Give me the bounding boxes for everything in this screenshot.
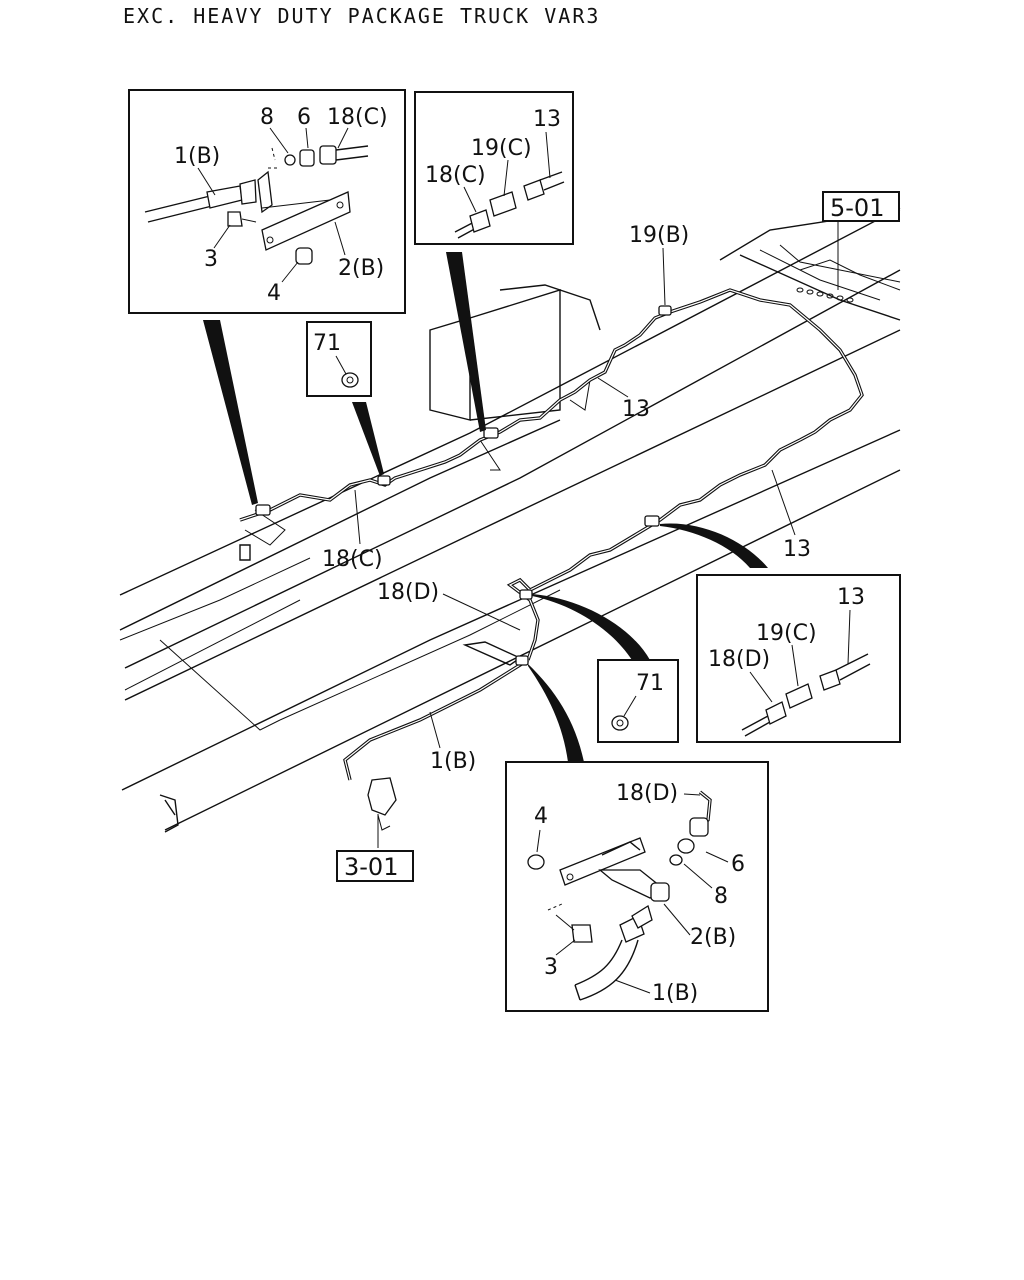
detail-box-top-left: 8 6 18(C) 1(B) 3 4 2(B): [128, 89, 406, 314]
label-13-lower: 13: [783, 537, 811, 562]
callout-wedge-71b: [532, 594, 650, 660]
tl-label-2b: 2(B): [338, 256, 384, 281]
mr-label-13: 13: [837, 585, 865, 610]
tl-label-18c: 18(C): [327, 105, 388, 130]
tl-label-6: 6: [297, 105, 311, 130]
detail-box-top-center: 13 19(C) 18(C): [414, 91, 574, 245]
label-1b: 1(B): [430, 749, 476, 774]
br-label-1b: 1(B): [652, 981, 698, 1006]
pipe-joints: [255, 305, 672, 666]
callout-wedge-mr: [660, 523, 768, 568]
d71b-label-71: 71: [636, 671, 664, 696]
br-label-8: 8: [714, 884, 728, 909]
tl-label-3: 3: [204, 247, 218, 272]
ref-3-01-label: 3-01: [344, 853, 398, 881]
label-18c: 18(C): [322, 547, 383, 572]
mr-label-18d: 18(D): [708, 647, 770, 672]
label-18d: 18(D): [377, 580, 439, 605]
tl-label-4: 4: [267, 281, 281, 306]
tc-label-18c: 18(C): [425, 163, 486, 188]
mr-label-19c: 19(C): [756, 621, 817, 646]
detail-box-71-lower: 71: [597, 659, 679, 743]
br-label-4: 4: [534, 804, 548, 829]
br-label-3: 3: [544, 955, 558, 980]
ref-3-01: 3-01: [336, 850, 414, 882]
ref-5-01: 5-01: [822, 191, 900, 222]
br-label-18d: 18(D): [616, 781, 678, 806]
br-label-6: 6: [731, 852, 745, 877]
label-19b: 19(B): [629, 223, 689, 248]
callout-wedge-71a: [352, 402, 384, 476]
tc-label-19c: 19(C): [471, 136, 532, 161]
detail-box-71-upper: 71: [306, 321, 372, 397]
br-label-2b: 2(B): [690, 925, 736, 950]
valve-3-01: [367, 777, 397, 848]
callout-wedge-tl: [203, 320, 258, 505]
d71a-label-71: 71: [313, 331, 341, 356]
main-labels: 19(B) 13 13 18(C) 18(D) 1(B): [322, 222, 839, 774]
callout-wedge-br: [528, 664, 584, 762]
callout-wedge-tc: [446, 252, 486, 432]
tl-label-1b: 1(B): [174, 144, 220, 169]
ref-5-01-label: 5-01: [830, 194, 884, 222]
page-title: EXC. HEAVY DUTY PACKAGE TRUCK VAR3: [123, 4, 601, 28]
detail-box-bottom-right: 18(D) 4 6 8 2(B) 3 1(B): [505, 761, 769, 1012]
detail-box-mid-right: 13 19(C) 18(D): [696, 574, 901, 743]
chassis-frame: [119, 207, 901, 833]
vent-holes: [796, 287, 854, 303]
tl-label-8: 8: [260, 105, 274, 130]
label-13-upper: 13: [622, 397, 650, 422]
tc-label-13: 13: [533, 107, 561, 132]
